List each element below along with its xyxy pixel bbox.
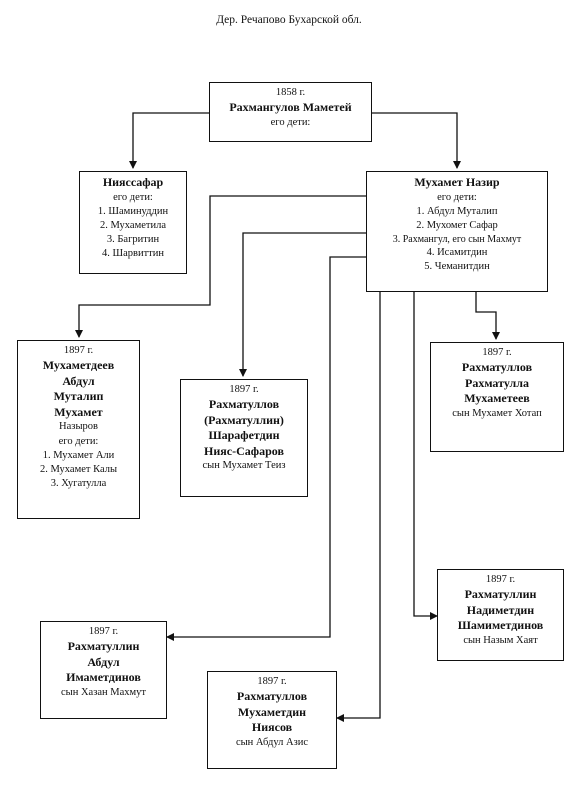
person-name-line: Ниясов xyxy=(251,720,293,735)
link-root-niyassafar xyxy=(129,112,209,169)
link-nazir-abdul-imametdinov xyxy=(166,256,366,641)
child-item: 5. Чеманитдин xyxy=(424,261,490,273)
link-root-mukhamet-nazir xyxy=(372,112,461,169)
birth-year: 1897 г. xyxy=(229,384,259,395)
link-nazir-mukhametdeev xyxy=(75,195,366,338)
person-box-sharafetdin: 1897 г. Рахматуллов (Рахматуллин) Шарафе… xyxy=(180,379,308,497)
person-name-line: Рахматуллов xyxy=(236,689,308,704)
children-note: его дети: xyxy=(270,116,311,128)
child-item: 3. Хугатулла xyxy=(50,477,107,489)
birth-year: 1858 г. xyxy=(275,87,306,98)
page-title: Дер. Речапово Бухарской обл. xyxy=(216,14,362,26)
children-note: его дети: xyxy=(58,435,99,447)
person-box-mukhamet-nazir: Мухамет Назир его дети: 1. Абдул Муталип… xyxy=(366,171,548,292)
person-name-line: Рахматуллов xyxy=(461,360,533,375)
person-name-line: Имаметдинов xyxy=(66,670,141,685)
children-note: его дети: xyxy=(437,191,477,203)
birth-year: 1897 г. xyxy=(482,347,512,358)
person-box-mukhametdin: 1897 г. Рахматуллов Мухаметдин Ниясов сы… xyxy=(207,671,337,769)
child-item: 1. Мухамет Али xyxy=(42,449,115,461)
link-nazir-sharafetdin xyxy=(239,232,366,377)
birth-year: 1897 г. xyxy=(485,574,516,585)
son-note: сын Хазан Махмут xyxy=(61,686,146,698)
person-name-line: Муталип xyxy=(53,389,104,404)
person-box-rakhmatulla: 1897 г. Рахматуллов Рахматулла Мухаметее… xyxy=(430,342,564,452)
person-name-line: Мухаметеев xyxy=(464,391,530,406)
son-note: сын Мухамет Хотап xyxy=(452,407,542,419)
birth-year: 1897 г. xyxy=(63,345,94,356)
person-name-line: Шамиметдинов xyxy=(457,618,544,633)
child-item: 2. Мухомет Сафар xyxy=(416,219,498,231)
child-item: 1. Абдул Муталип xyxy=(416,205,498,217)
son-note: сын Мухамет Теиз xyxy=(202,460,286,472)
person-name: Рахмангулов Маметей xyxy=(229,100,352,115)
person-box-mukhametdeev: 1897 г. Мухаметдеев Абдул Муталип Мухаме… xyxy=(17,340,140,519)
person-box-niyassafar: Ниясcафар его дети: 1. Шаминуддин 2. Мух… xyxy=(79,171,187,274)
person-name-line: Абдул xyxy=(62,373,95,388)
person-name-line: Рахматулла xyxy=(464,375,529,390)
person-name-line: Мухаметдин xyxy=(237,704,307,719)
link-nazir-mukhametdin xyxy=(336,292,381,722)
child-item: 1. Шаминуддин xyxy=(97,205,169,217)
person-name-line: Шарафетдин xyxy=(208,428,280,443)
link-nazir-rakhmatulla xyxy=(475,292,500,340)
person-name: Ниясcафар xyxy=(102,175,164,189)
person-name-line: Нияс-Сафаров xyxy=(204,443,284,458)
son-note: сын Назым Хаят xyxy=(463,634,538,646)
person-name-line: Рахматуллов xyxy=(208,397,280,412)
person-box-nadimetdin: 1897 г. Рахматуллин Надиметдин Шамиметди… xyxy=(437,569,564,661)
person-box-root: 1858 г. Рахмангулов Маметей его дети: xyxy=(209,82,372,142)
person-name-line: (Рахматуллин) xyxy=(204,412,284,427)
child-item: 3. Багритин xyxy=(106,233,160,245)
person-name-line: Рахматуллин xyxy=(464,587,537,602)
patronymic: Назыров xyxy=(59,421,98,433)
child-item: 4. Исамитдин xyxy=(426,247,488,259)
person-name-line: Мухамет xyxy=(54,404,103,419)
person-name-line: Надиметдин xyxy=(466,602,535,617)
birth-year: 1897 г. xyxy=(257,676,287,687)
son-note: сын Абдул Азис xyxy=(235,736,309,748)
person-name-line: Рахматуллин xyxy=(67,639,140,654)
children-note: его дети: xyxy=(113,191,153,203)
child-item: 4. Шарвиттин xyxy=(102,247,164,259)
link-nazir-nadimetdin xyxy=(413,292,438,620)
person-name: Мухамет Назир xyxy=(414,175,500,189)
child-item: 2. Мухамет Калы xyxy=(39,463,118,475)
birth-year: 1897 г. xyxy=(88,626,119,637)
person-name-line: Абдул xyxy=(87,654,120,669)
person-box-abdul-imametdinov: 1897 г. Рахматуллин Абдул Имаметдинов сы… xyxy=(40,621,167,719)
child-item: 3. Рахмангул, его сын Махмут xyxy=(392,233,522,245)
person-name-line: Мухаметдеев xyxy=(42,358,115,373)
child-item: 2. Мухаметила xyxy=(99,219,166,231)
